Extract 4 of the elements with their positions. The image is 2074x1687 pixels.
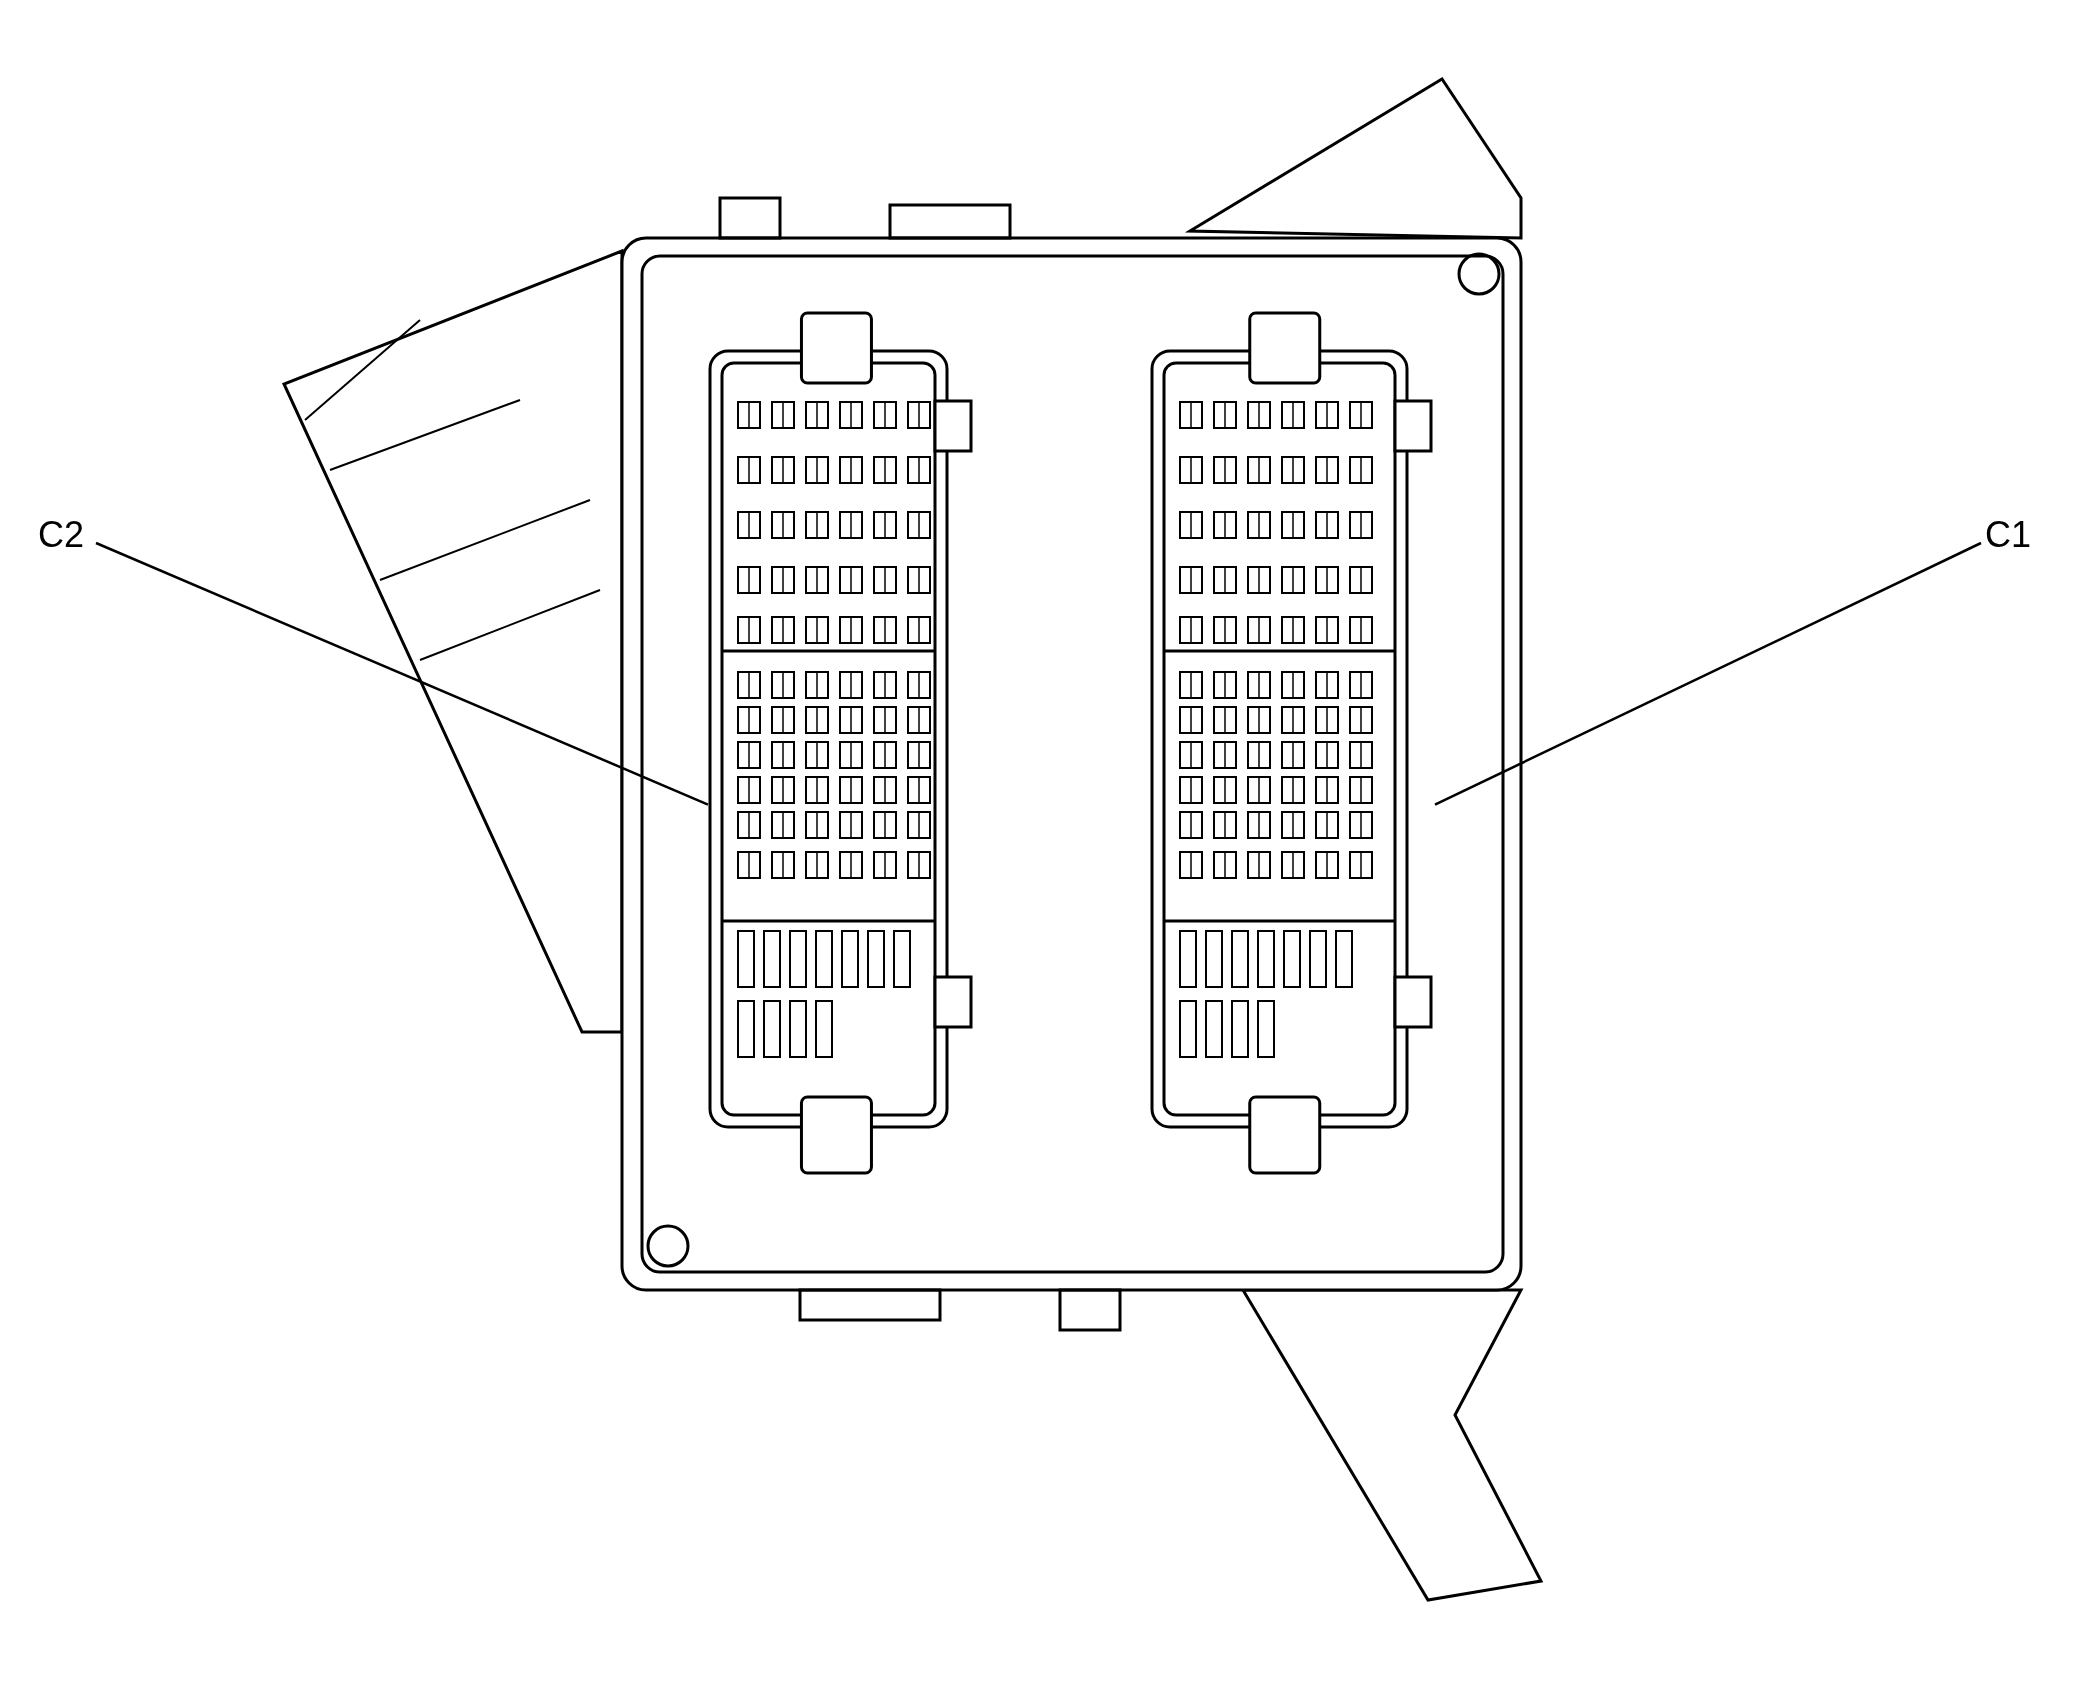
leader-line <box>1434 541 1982 806</box>
callout-label: C1 <box>1985 515 2032 555</box>
leader-line <box>95 541 709 806</box>
callout-label: C2 <box>38 515 85 555</box>
